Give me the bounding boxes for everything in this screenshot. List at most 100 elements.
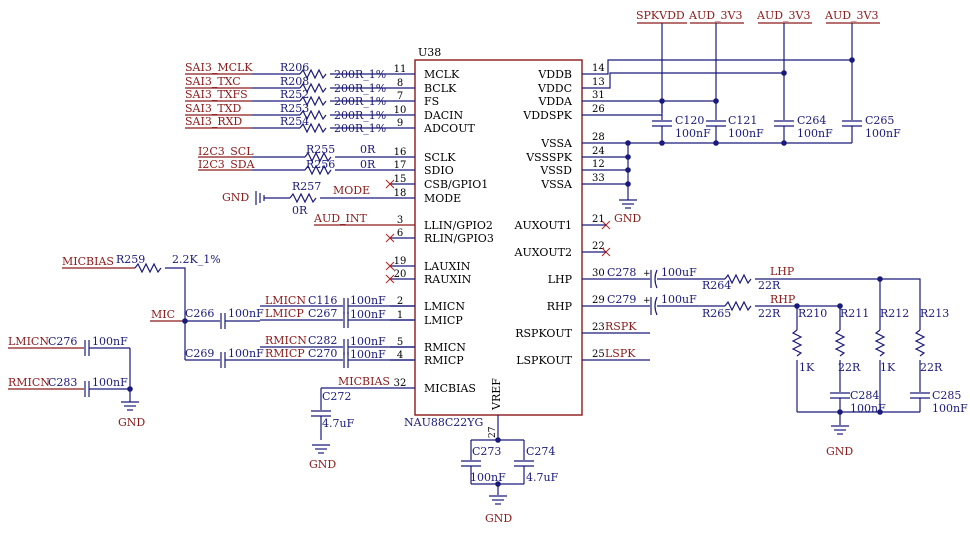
left-pin-name: LLIN/GPIO2	[424, 219, 493, 232]
sai-res-ref: R254	[280, 115, 309, 128]
chip-body	[414, 59, 583, 416]
c120-val: 100nF	[675, 127, 711, 140]
left-pin-num: 3	[397, 215, 403, 226]
left-pin-name: CSB/GPIO1	[424, 178, 488, 191]
c116-ref: C116	[308, 294, 337, 307]
mic-cap-val: 100nF	[350, 294, 386, 307]
rspk-net: RSPK	[605, 320, 637, 333]
right-pin-name: LHP	[548, 273, 573, 286]
c270-ref: C270	[308, 347, 337, 360]
right-pin-num: 21	[592, 214, 605, 225]
sai-net: SAI3_MCLK	[185, 61, 253, 74]
left-pin-name: LMICN	[424, 300, 465, 313]
left-pin-name: LAUXIN	[424, 260, 471, 273]
c283-ref: C283	[48, 376, 77, 389]
c274-val: 4.7uF	[526, 471, 559, 484]
c272-val: 4.7uF	[322, 417, 355, 430]
right-pin-name: VSSSPK	[525, 151, 573, 164]
left-pin-num: 32	[394, 378, 407, 389]
svg-text:+: +	[643, 269, 651, 279]
left-pin-num: 1	[397, 310, 403, 321]
mic-circuit: MICBIAS R259 2.2K_1% MIC C266 C269 100nF…	[8, 253, 415, 471]
right-pin-name: VDDSPK	[522, 109, 573, 122]
gnd-label-vref: GND	[485, 512, 512, 525]
r264-val: 22R	[758, 279, 781, 292]
sai-res-ref: R253	[280, 102, 309, 115]
c121-val: 100nF	[728, 127, 764, 140]
left-pin-num: 2	[397, 296, 403, 307]
right-pin-name: VSSA	[540, 178, 573, 191]
sai-net: SAI3_TXD	[185, 102, 241, 115]
r212-val: 1K	[880, 361, 896, 374]
c273-ref: C273	[472, 445, 501, 458]
right-pin-num: 29	[592, 295, 605, 306]
gnd-symbol-hp	[830, 425, 850, 435]
sai-res-ref: R208	[280, 75, 309, 88]
c264-val: 100nF	[797, 127, 833, 140]
right-pin-num: 12	[592, 159, 605, 170]
left-pin-num: 5	[397, 337, 403, 348]
decoupling-caps: C120 100nF C121 100nF C264 100nF C265 10…	[652, 60, 901, 143]
vref-caps: GND C273 100nF C274 4.7uF	[461, 437, 559, 525]
c265-ref: C265	[865, 114, 894, 127]
right-pin-name: RHP	[547, 300, 573, 313]
micbias-net-top: MICBIAS	[62, 255, 114, 268]
headphone-output: C278 + 100uF C279 + 100uF R264 22R R265 …	[582, 265, 968, 458]
i2c-interface: I2C3_SCL I2C3_SDA R255 0R R256 0R	[198, 143, 415, 176]
left-pin-name: MCLK	[424, 68, 460, 81]
sai-net: SAI3_TXC	[185, 75, 241, 88]
left-pin-name: MODE	[424, 192, 461, 205]
r264-ref: R264	[702, 279, 731, 292]
gnd-label-micbias: GND	[309, 458, 336, 471]
right-pin-num: 25	[592, 349, 605, 360]
r213-ref: R213	[920, 307, 949, 320]
chip-part: NAU88C22YG	[404, 416, 483, 429]
spkvdd-label: SPKVDD	[636, 9, 685, 22]
left-pin-num: 8	[397, 78, 403, 89]
mode-net: MODE	[333, 184, 370, 197]
speaker-output: RSPK LSPK	[582, 320, 650, 361]
rhp-net: RHP	[770, 293, 796, 306]
c265-val: 100nF	[865, 127, 901, 140]
left-pin-num: 11	[394, 64, 407, 75]
r212-ref: R212	[880, 307, 909, 320]
right-pin-num: 28	[592, 132, 605, 143]
left-pin-name: RMICP	[424, 354, 464, 367]
c266-val: 100nF	[228, 307, 264, 320]
left-pin-num: 6	[397, 228, 403, 239]
left-pin-num: 9	[397, 118, 403, 129]
mode-gnd-label: GND	[222, 191, 249, 204]
r256-val: 0R	[360, 158, 376, 171]
c264-ref: C264	[797, 114, 826, 127]
lspk-net: LSPK	[605, 347, 636, 360]
right-pin-num: 26	[592, 104, 605, 115]
sai-res-ref: R206	[280, 61, 309, 74]
r257-ref: R257	[292, 180, 321, 193]
sai-res-val: 200R_1%	[334, 68, 386, 81]
c266-ref: C266	[185, 307, 214, 320]
rmicn-net: RMICN	[265, 334, 307, 347]
rmicn-net-left: RMICN	[8, 376, 50, 389]
mic-net: MIC	[151, 308, 175, 321]
right-pin-num: 31	[592, 90, 605, 101]
sai-interface: SAI3_MCLK R206 200R_1% SAI3_TXC R208 200R_1% S…	[185, 61, 415, 135]
sai-res-val: 200R_1%	[334, 82, 386, 95]
c121-ref: C121	[728, 114, 757, 127]
gnd-symbol-vref	[488, 495, 508, 505]
right-pin-name: VDDC	[537, 82, 572, 95]
left-pin-num: 10	[394, 105, 407, 116]
c267-ref: C267	[308, 307, 337, 320]
left-pin-name: SDIO	[424, 164, 454, 177]
mic-cap-val: 100nF	[350, 335, 386, 348]
c284-ref: C284	[850, 389, 879, 402]
sai-res-val: 200R_1%	[334, 122, 386, 135]
left-pin-name: BCLK	[424, 82, 457, 95]
sai-res-ref: R252	[280, 88, 309, 101]
r211-val: 22R	[838, 361, 861, 374]
r255-val: 0R	[360, 143, 376, 156]
c284-val: 100nF	[850, 402, 886, 415]
left-pin-num: 19	[394, 256, 407, 267]
left-pin-num: 15	[394, 174, 407, 185]
